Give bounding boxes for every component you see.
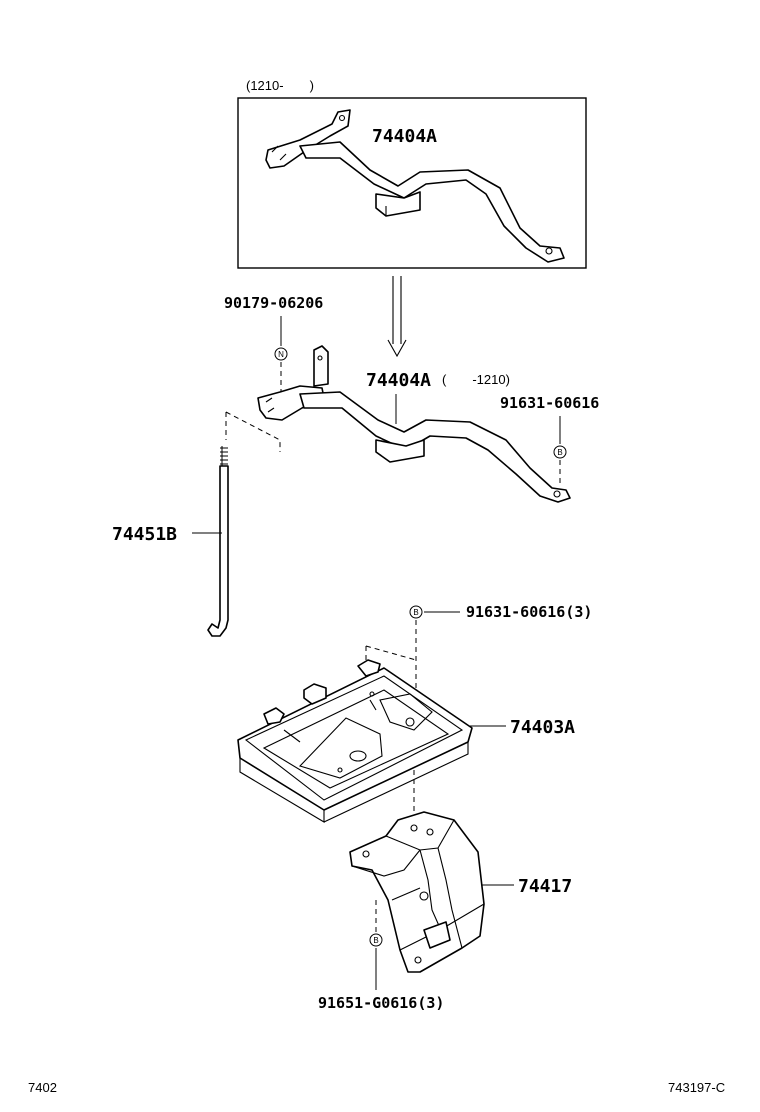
marker-n: N xyxy=(274,347,288,361)
support-bracket-drawing xyxy=(349,811,485,973)
down-arrow xyxy=(387,276,407,358)
marker-b-2: B xyxy=(409,605,423,619)
inset-bracket-drawing xyxy=(265,109,565,263)
footer-right: 743197-C xyxy=(668,1080,725,1095)
label-91631-60616-a: 91631-60616 xyxy=(500,394,599,412)
svg-text:N: N xyxy=(278,350,284,359)
label-90179-06206: 90179-06206 xyxy=(224,294,323,312)
label-91651-G0616-3: 91651-G0616(3) xyxy=(318,994,444,1012)
inset-part-label: 74404A xyxy=(372,126,437,147)
label-74404A-main: 74404A xyxy=(366,370,431,391)
inset-frame xyxy=(237,97,587,269)
hold-down-rod-drawing xyxy=(207,446,229,637)
label-91631-60616-3: 91631-60616(3) xyxy=(466,603,592,621)
label-74451B: 74451B xyxy=(112,524,177,545)
inset-range-note: (1210- ) xyxy=(246,78,314,93)
label-74417: 74417 xyxy=(518,876,572,897)
label-74403A: 74403A xyxy=(510,717,575,738)
battery-tray-drawing xyxy=(237,659,473,823)
footer-left: 7402 xyxy=(28,1080,57,1095)
label-74404A-note: ( -1210) xyxy=(442,372,510,387)
svg-text:B: B xyxy=(557,448,562,457)
main-bracket-drawing xyxy=(257,345,571,503)
dash-tray-guide xyxy=(365,645,417,666)
svg-text:B: B xyxy=(373,936,378,945)
dash-rod-guide xyxy=(225,411,281,452)
svg-text:B: B xyxy=(413,608,418,617)
marker-b-3: B xyxy=(369,933,383,947)
marker-b-1: B xyxy=(553,445,567,459)
